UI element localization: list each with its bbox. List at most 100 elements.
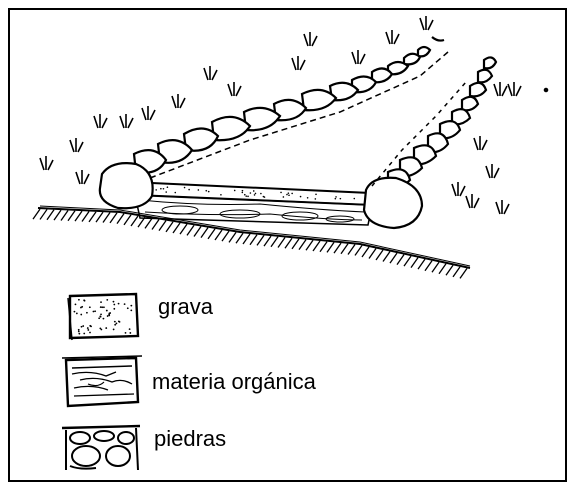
gravel-dot bbox=[81, 326, 83, 328]
bed-dot bbox=[335, 198, 337, 200]
gravel-dot bbox=[113, 329, 115, 331]
gravel-dot bbox=[105, 327, 107, 329]
bed-dot bbox=[300, 196, 302, 198]
hatch-stroke bbox=[460, 268, 467, 278]
bed-dot bbox=[165, 191, 167, 193]
grass-tuft bbox=[508, 82, 521, 96]
gravel-dot bbox=[78, 329, 80, 331]
hatch-stroke bbox=[278, 238, 285, 248]
grass-tuft bbox=[386, 30, 399, 44]
trench-bed bbox=[130, 182, 372, 225]
hatch-stroke bbox=[236, 233, 243, 243]
bed-dot bbox=[155, 189, 157, 191]
bed-dot bbox=[244, 194, 246, 196]
grass-tuft bbox=[172, 94, 185, 108]
gravel-dot bbox=[113, 308, 115, 310]
hatch-stroke bbox=[110, 213, 117, 223]
hatch-stroke bbox=[75, 211, 82, 221]
hatch-stroke bbox=[439, 264, 446, 274]
hatch-stroke bbox=[271, 237, 278, 247]
bed-dot bbox=[254, 194, 256, 196]
hatch-stroke bbox=[222, 231, 229, 241]
grass-tuft bbox=[494, 82, 507, 96]
bed-dot bbox=[291, 193, 293, 195]
hatch-stroke bbox=[376, 250, 383, 260]
hatch-stroke bbox=[215, 230, 222, 240]
gravel-dot bbox=[116, 323, 118, 325]
hatch-stroke bbox=[299, 240, 306, 250]
bed-dot bbox=[255, 193, 257, 195]
hatch-stroke bbox=[313, 241, 320, 251]
gravel-dot bbox=[106, 310, 108, 312]
hatch-stroke bbox=[166, 222, 173, 232]
gravel-dot bbox=[82, 325, 84, 327]
bed-dot bbox=[288, 194, 290, 196]
bed-dot bbox=[188, 189, 190, 191]
bed-dot bbox=[242, 190, 244, 192]
hatch-stroke bbox=[362, 247, 369, 257]
bed-dot bbox=[315, 198, 317, 200]
bed-dot bbox=[260, 193, 262, 195]
gravel-dot bbox=[108, 315, 110, 317]
gravel-dot bbox=[98, 317, 100, 319]
bed-dot bbox=[250, 192, 252, 194]
bed-dot bbox=[253, 190, 255, 192]
hatch-stroke bbox=[187, 225, 194, 235]
legend-label-gravel: grava bbox=[158, 296, 213, 318]
hatch-stroke bbox=[292, 239, 299, 249]
legend-swatch-organic bbox=[62, 356, 142, 406]
bed-dot bbox=[340, 198, 342, 200]
bed-dot bbox=[167, 186, 169, 188]
grass-tuft bbox=[120, 114, 133, 128]
hatch-stroke bbox=[327, 242, 334, 252]
bed-dot bbox=[283, 196, 285, 198]
hatch-stroke bbox=[152, 220, 159, 230]
hatch-stroke bbox=[432, 262, 439, 272]
gravel-dot bbox=[129, 328, 131, 330]
bed-dot bbox=[205, 190, 207, 192]
hatch-stroke bbox=[61, 210, 68, 220]
hatch-stroke bbox=[397, 255, 404, 265]
legend-swatch-stones bbox=[62, 426, 140, 470]
gravel-dot bbox=[114, 324, 116, 326]
bed-dot bbox=[307, 197, 309, 199]
grass-tuft bbox=[486, 164, 499, 178]
hatch-stroke bbox=[383, 252, 390, 262]
hatch-stroke bbox=[103, 213, 110, 223]
gravel-dot bbox=[94, 310, 96, 312]
grass-tuft bbox=[466, 194, 479, 208]
hatch-stroke bbox=[306, 240, 313, 250]
hatch-stroke bbox=[82, 211, 89, 221]
bed-dot bbox=[353, 198, 355, 200]
bed-dot bbox=[198, 189, 200, 191]
speck bbox=[545, 89, 548, 92]
hatch-stroke bbox=[404, 256, 411, 266]
gravel-dot bbox=[113, 301, 115, 303]
grass-tuft bbox=[204, 66, 217, 80]
gravel-dot bbox=[100, 329, 102, 331]
hatch-stroke bbox=[40, 209, 47, 219]
bed-dot bbox=[174, 192, 176, 194]
hatch-stroke bbox=[54, 210, 61, 220]
hatch-stroke bbox=[243, 234, 250, 244]
hatch-stroke bbox=[229, 232, 236, 242]
gravel-dot bbox=[124, 303, 126, 305]
gravel-dot bbox=[130, 305, 132, 307]
gravel-dot bbox=[130, 309, 132, 311]
hatch-stroke bbox=[33, 209, 40, 219]
hatch-stroke bbox=[320, 242, 327, 252]
bed-dot bbox=[264, 196, 266, 198]
hatch-stroke bbox=[201, 228, 208, 238]
hatch-stroke bbox=[124, 215, 131, 225]
gravel-dot bbox=[118, 321, 120, 323]
bed-dot bbox=[288, 192, 290, 194]
grass-tuft bbox=[70, 138, 83, 152]
gravel-dot bbox=[127, 307, 129, 309]
bed-dot bbox=[234, 190, 236, 192]
gravel-dot bbox=[100, 313, 102, 315]
gravel-dot bbox=[80, 314, 82, 316]
gravel-dot bbox=[125, 332, 127, 334]
hatch-stroke bbox=[47, 210, 54, 220]
bed-dot bbox=[160, 188, 162, 190]
hatch-stroke bbox=[341, 244, 348, 254]
